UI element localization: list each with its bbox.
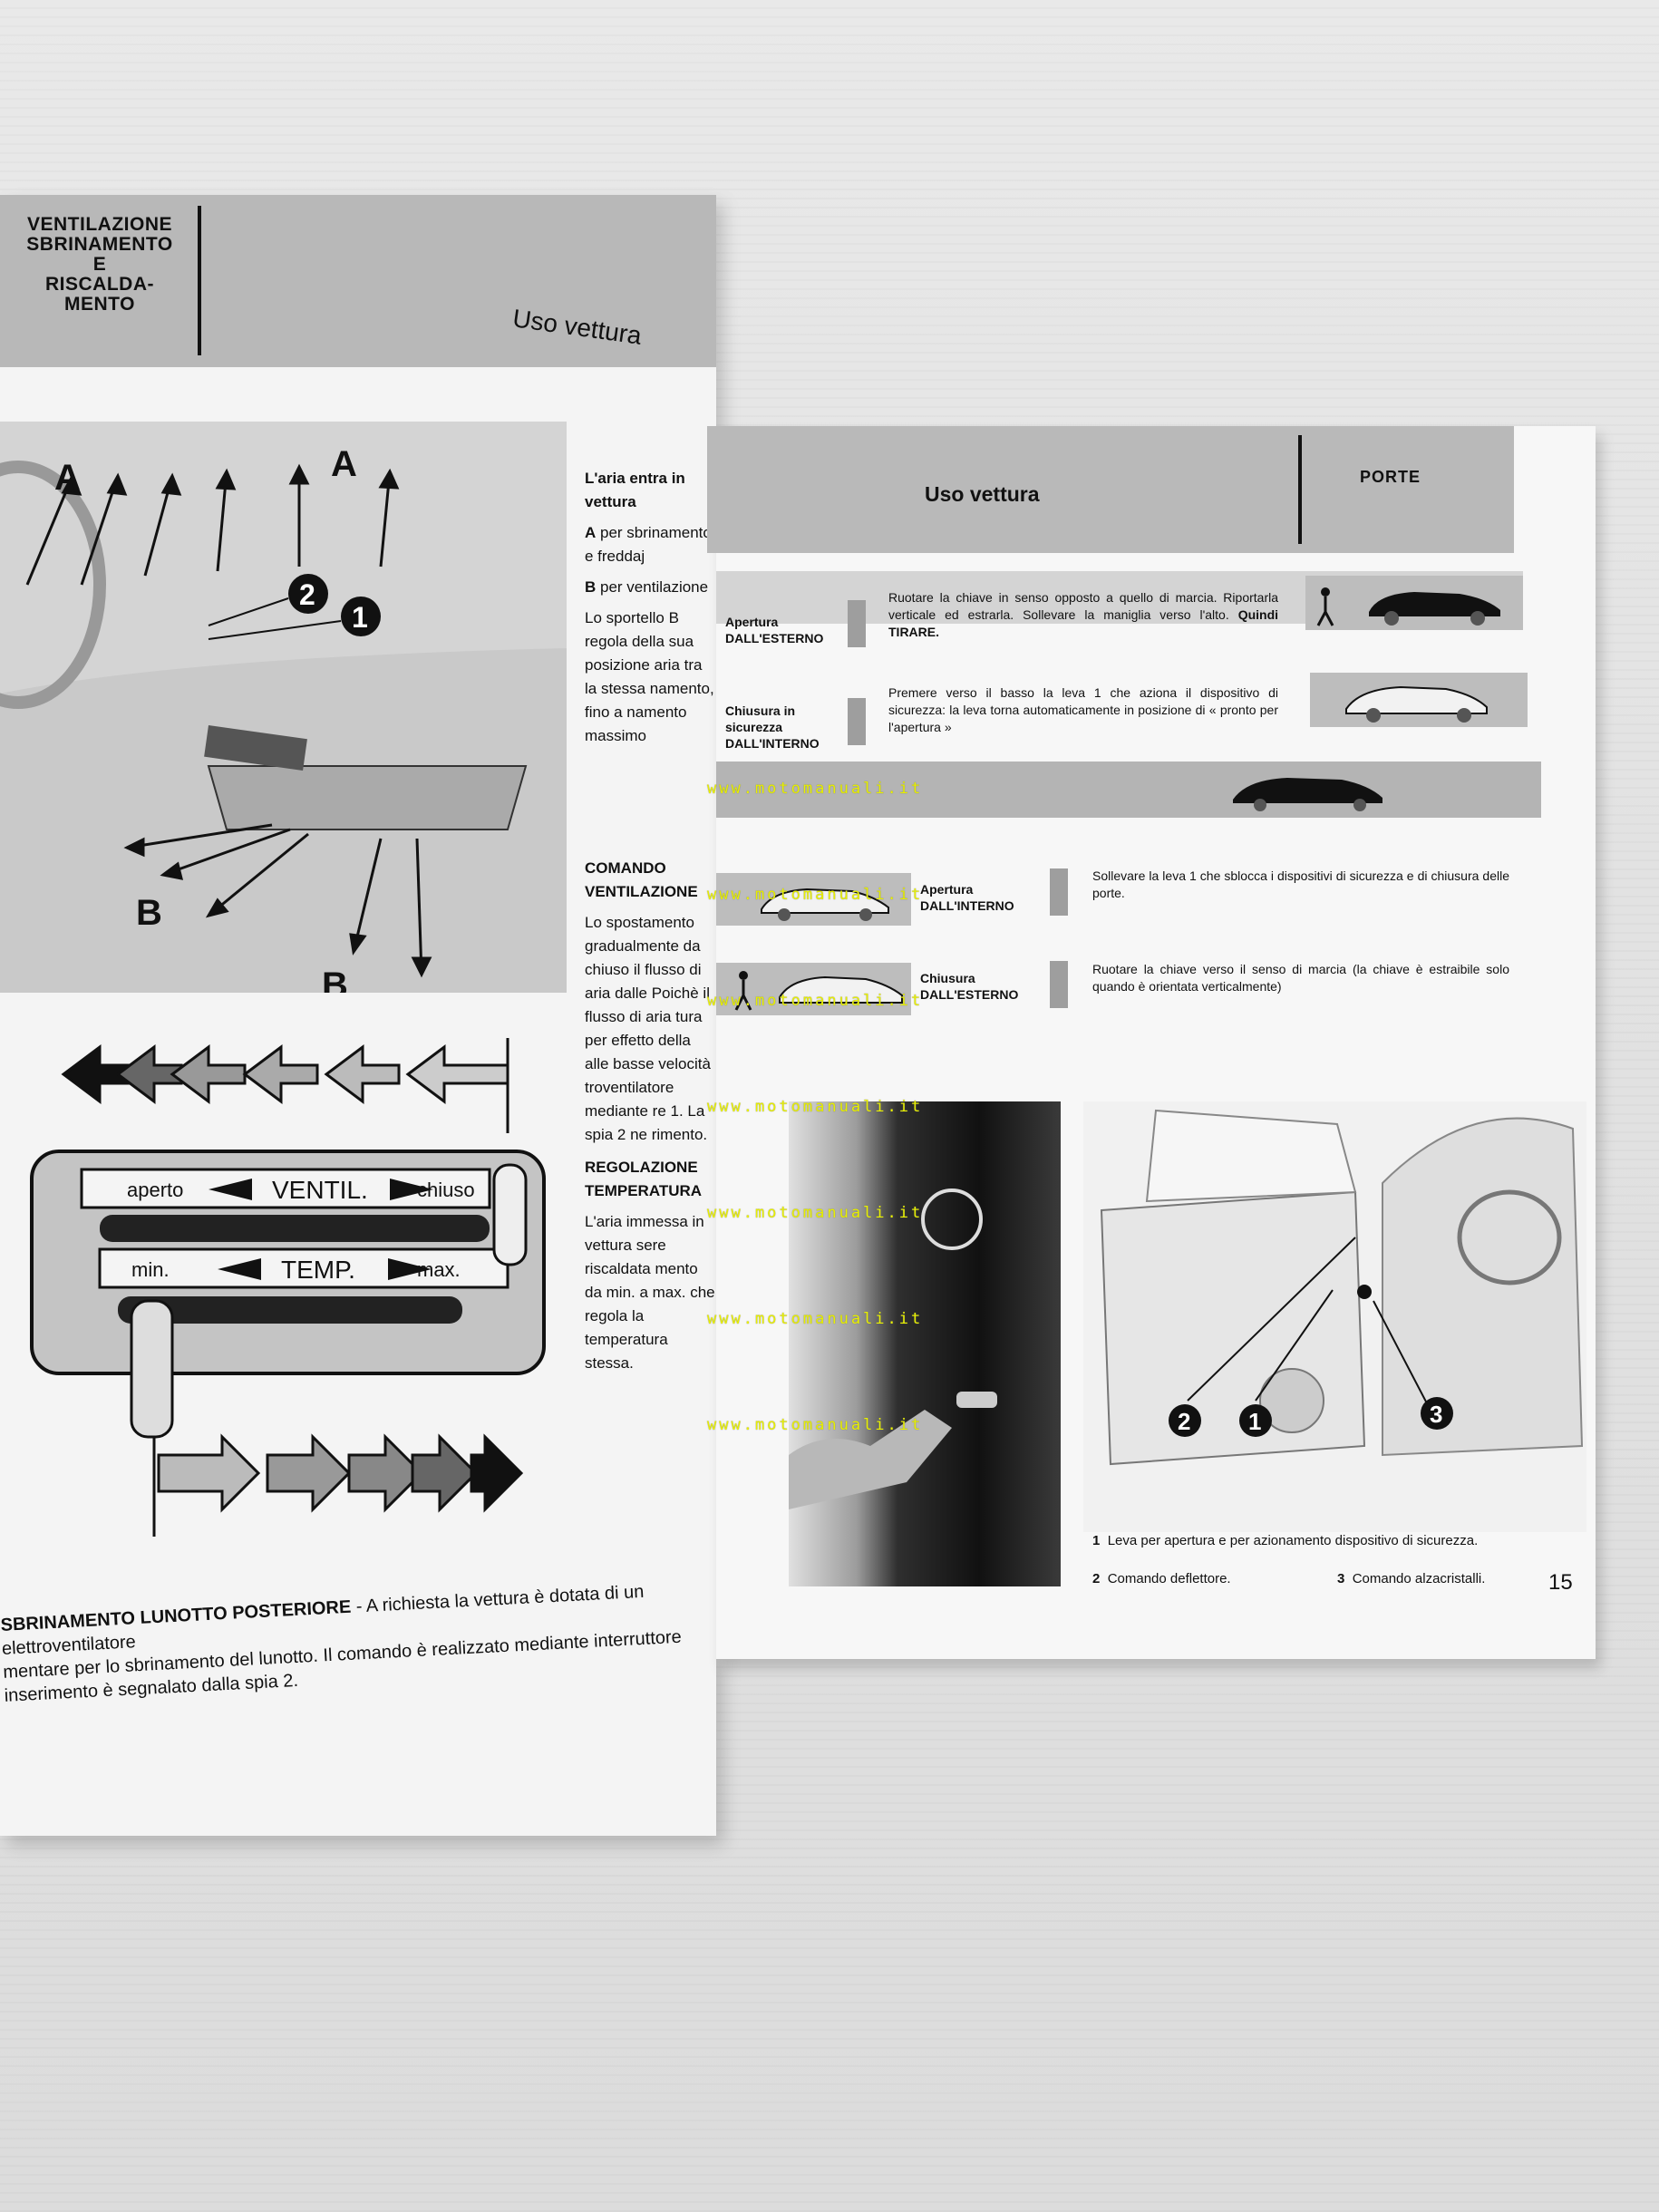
regolazione-temperatura-heading: REGOLAZIONE TEMPERATURA [585,1159,703,1199]
page-number: 15 [1548,1570,1573,1595]
row-text-body: Ruotare la chiave in senso opposto a que… [888,590,1278,622]
watermark-text: www.motomanuali.it [707,1098,924,1116]
row-text-chiusura-esterno: Ruotare la chiave verso il senso di marc… [1092,962,1509,994]
car-motion-band [716,762,1541,818]
section-title-line: E [92,254,107,275]
caption-1: 1 Leva per apertura e per azionamento di… [1092,1532,1518,1549]
airflow-label-b: B [136,893,162,933]
right-page: Uso vettura PORTE Apertura DALL'ESTERNO … [707,426,1596,1659]
control-panel-diagram: aperto VENTIL. chiuso min. TEMP. max. [30,1038,546,1537]
caption-number: 3 [1337,1571,1345,1586]
row-label-apertura-esterno: Apertura DALL'ESTERNO [725,614,823,646]
panel-aperto-label: aperto [127,1179,183,1201]
row-marker [1050,868,1068,916]
left-page-header: VENTILAZIONE SBRINAMENTO E RISCALDA- MEN… [0,195,716,367]
header-divider [198,206,201,355]
airflow-label-b: B [322,965,348,993]
watermark-text: www.motomanuali.it [707,992,924,1010]
left-page: VENTILAZIONE SBRINAMENTO E RISCALDA- MEN… [0,195,716,1836]
section-title-line: VENTILAZIONE [26,214,172,235]
row-text-emphasis: Quindi TIRARE. [888,607,1279,639]
callout-1-marker [341,597,381,636]
row-label-line: Apertura [920,882,974,897]
item-letter: B [585,578,597,596]
airflow-a-item: A per sbrinamento e freddaj [585,521,716,568]
row-text-chiusura-interno: Premere verso il basso la leva 1 che azi… [888,685,1278,734]
item-text: per ventilazione [600,578,709,596]
car-thumbnail [716,963,911,1015]
regolazione-temperatura-text: L'aria immessa in vettura sere riscaldat… [585,1213,715,1372]
door-interior-drawing: 2 1 3 [1083,1101,1586,1532]
door-callout-2: 2 [1178,1408,1190,1435]
comando-ventilazione-text: Lo spostamento gradualmente da chiuso il… [585,914,711,1143]
caption-number: 1 [1092,1533,1101,1548]
airflow-b-item: B per ventilazione [585,576,716,599]
row-text-apertura-esterno: Ruotare la chiave in senso opposto a que… [888,589,1278,641]
left-section-title: VENTILAZIONE SBRINAMENTO E RISCALDA- MEN… [0,215,199,315]
car-thumbnail [1310,673,1528,727]
airflow-intro: L'aria entra in vettura [585,470,685,510]
row-text-apertura-interno: Sollevare la leva 1 che sblocca i dispos… [1092,868,1509,900]
panel-min-label: min. [131,1258,170,1281]
door-handle-photo [789,1101,1061,1586]
watermark-text: www.motomanuali.it [707,780,924,798]
header-divider [1298,435,1302,544]
caption-text: Leva per apertura e per azionamento disp… [1107,1533,1479,1548]
dashboard-airflow-illustration: A A B B 2 1 [0,422,567,1005]
airflow-diagram: A A B B 2 1 [0,422,567,1005]
row-marker [848,698,866,745]
right-section-title: PORTE [1360,468,1421,486]
car-thumbnail [716,873,911,926]
callout-2-label: 2 [299,578,315,611]
watermark-text: www.motomanuali.it [707,1204,924,1222]
row-label-line: DALL'INTERNO [725,736,820,751]
panel-ventil-label: VENTIL. [272,1176,368,1204]
row-label-line: Chiusura [920,971,975,985]
section-title-line: MENTO [64,294,135,315]
caption-number: 2 [1092,1571,1101,1586]
caption-3: 3 Comando alzacristalli. [1337,1570,1485,1587]
row-label-line: DALL'ESTERNO [725,631,824,645]
item-letter: A [585,524,597,541]
control-panel-illustration: aperto VENTIL. chiuso min. TEMP. max. [27,1029,562,1754]
row-label-apertura-interno: Apertura DALL'INTERNO [920,881,1014,914]
car-thumbnail [1305,576,1523,630]
comando-ventilazione-heading: COMANDO VENTILAZIONE [585,859,698,900]
row-label-line: sicurezza [725,720,783,734]
section-title-line: SBRINAMENTO [26,234,173,255]
section-title-line: RISCALDA- [45,274,154,295]
row-marker [848,600,866,647]
door-callout-1: 1 [1248,1408,1261,1435]
left-text-column: L'aria entra in vettura A per sbrinament… [585,467,716,1382]
row-marker [1050,961,1068,1008]
row-label-line: DALL'ESTERNO [920,987,1019,1002]
row-label-line: DALL'INTERNO [920,898,1014,913]
row-label-line: Apertura [725,615,779,629]
panel-temp-label: TEMP. [281,1256,355,1284]
door-callouts: 2 1 3 [1169,1397,1453,1437]
sportello-paragraph: Lo sportello B regola della sua posizion… [585,609,714,744]
right-header-title: Uso vettura [925,482,1040,506]
row-label-line: Chiusura in [725,703,796,718]
watermark-text: www.motomanuali.it [707,886,924,904]
airflow-label-a: A [54,458,81,498]
row-label-chiusura-interno: Chiusura in sicurezza DALL'INTERNO [725,703,820,752]
caption-2: 2 Comando deflettore. [1092,1570,1231,1587]
right-page-header: Uso vettura PORTE [707,426,1514,553]
door-callout-3: 3 [1430,1401,1442,1428]
airflow-label-a: A [331,444,357,484]
caption-text: Comando alzacristalli. [1352,1571,1486,1586]
callout-1-label: 1 [352,601,368,634]
row-label-chiusura-esterno: Chiusura DALL'ESTERNO [920,970,1018,1003]
watermark-text: www.motomanuali.it [707,1416,924,1434]
watermark-text: www.motomanuali.it [707,1310,924,1328]
item-text: per sbrinamento e freddaj [585,524,712,565]
left-header-title: Uso vettura [510,304,644,350]
callout-2-marker [288,574,328,614]
caption-text: Comando deflettore. [1107,1571,1231,1586]
